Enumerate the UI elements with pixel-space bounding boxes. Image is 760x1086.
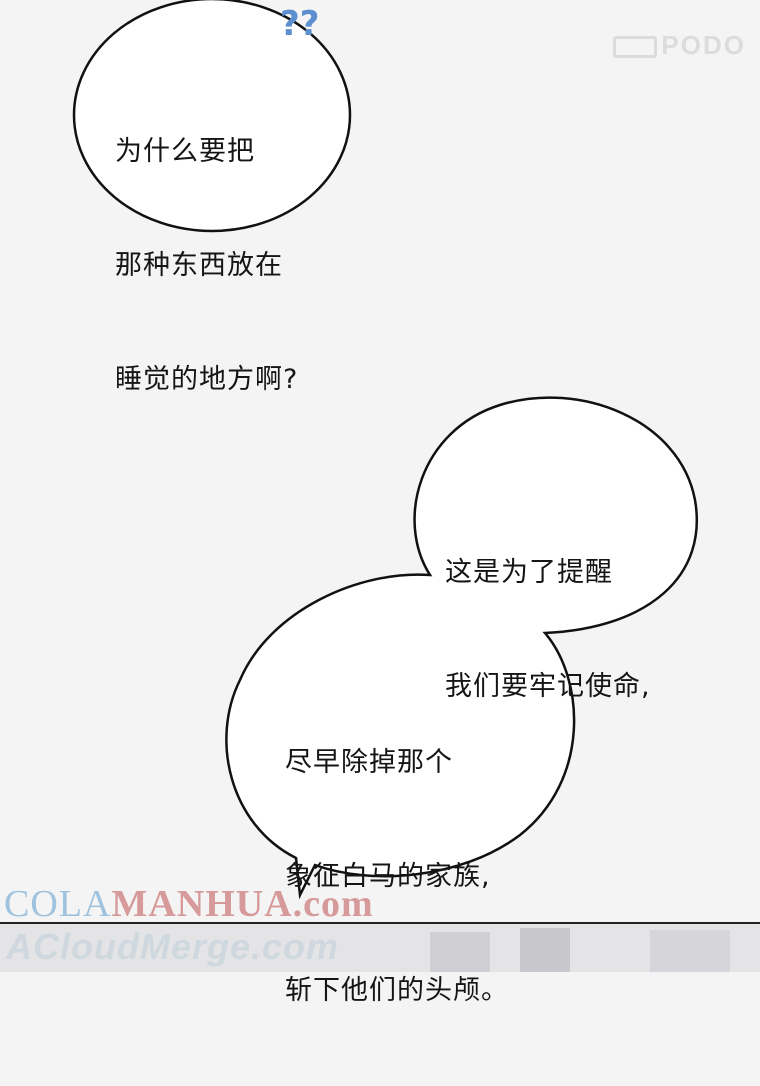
podo-watermark-text: PODO: [661, 30, 746, 60]
speech-bubbles: [72, 0, 698, 900]
speech-bubble-top: [72, 0, 352, 233]
panel-window-shape: [520, 928, 570, 972]
colamanhua-part2: MANHUA.com: [111, 883, 374, 925]
next-panel-strip: [0, 922, 760, 972]
speech-bubble-bottom: [225, 396, 698, 900]
bubble-lower-line: 尽早除掉那个: [285, 747, 453, 778]
bubble-upper-line: 我们要牢记使命,: [445, 671, 651, 702]
bubble-upper-line: 这是为了提醒: [445, 557, 613, 588]
comic-page: ?? PODO 为什么要把 那种东西放在 睡觉的地方啊? 这是为了提醒 我们要牢…: [0, 0, 760, 1006]
bubble-upper-text: 这是为了提醒 我们要牢记使命,: [445, 478, 651, 782]
acloudmerge-watermark: ACloudMerge.com: [6, 926, 340, 967]
panel-window-shape: [650, 930, 730, 972]
colamanhua-part1: COLA: [4, 883, 112, 925]
bubble-top-line: 睡觉的地方啊?: [115, 364, 299, 395]
colamanhua-watermark: COLAMANHUA.com: [4, 882, 374, 926]
bubble-top-line: 那种东西放在: [115, 250, 283, 281]
podo-logo-icon: [613, 36, 658, 59]
bubble-lower-line: 象征白马的家族,: [285, 861, 491, 892]
bubble-top-text: 为什么要把 那种东西放在 睡觉的地方啊?: [115, 57, 298, 475]
bubble-lower-text: 尽早除掉那个 象征白马的家族, 斩下他们的头颅。: [285, 668, 509, 1086]
panel-window-shape: [430, 932, 490, 972]
podo-watermark: PODO: [613, 30, 746, 61]
bubble-lower-line: 斩下他们的头颅。: [285, 975, 509, 1006]
bubble-top-line: 为什么要把: [115, 136, 255, 167]
question-marks: ??: [280, 4, 320, 44]
